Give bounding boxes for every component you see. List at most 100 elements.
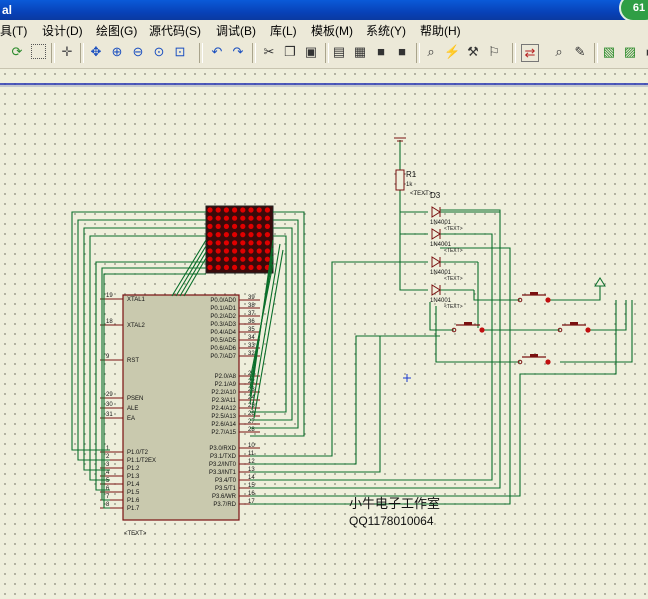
zoom-child-icon[interactable]: ▸ [642, 44, 648, 60]
led-dot [256, 207, 262, 213]
mcu-pin-name: P0.6/AD6 [210, 346, 236, 352]
menu-help[interactable]: 帮助(H) [420, 24, 461, 38]
mcu-pin-name: P3.0/RXD [209, 446, 236, 452]
block-copy-icon[interactable]: ▤ [332, 44, 346, 59]
led-dot [248, 215, 254, 221]
led-dot [232, 232, 238, 238]
button-cap [530, 354, 538, 357]
notification-badge[interactable]: 61 [619, 0, 648, 22]
diode-symbol [431, 206, 441, 218]
refresh-icon[interactable]: ⟳ [11, 44, 23, 59]
mcu-pin-name: P1.7 [127, 506, 140, 512]
toolbar-separator [252, 43, 256, 63]
mcu-pin-name: P2.2/A10 [211, 390, 236, 396]
mcu-pin-name: P0.1/AD1 [210, 306, 236, 312]
packaging-icon[interactable]: ⚒ [467, 44, 479, 59]
mcu-pin-name: EA [127, 416, 135, 422]
new-sheet-icon[interactable]: ▧ [602, 44, 616, 59]
led-dot [264, 256, 270, 262]
diode-array[interactable]: D3 1N4001<TEXT>1N4001<TEXT>1N4001<TEXT>1… [430, 191, 463, 310]
mcu-pin-name: P0.4/AD4 [210, 330, 236, 336]
mcu-chip[interactable]: 19XTAL118XTAL29RST29PSEN30ALE31EA1P1.0/T… [100, 293, 260, 537]
push-buttons[interactable] [451, 292, 591, 365]
zoom-out-icon[interactable]: ⊖ [132, 44, 144, 59]
led-dot [256, 264, 262, 270]
mcu-tag: <TEXT> [124, 531, 147, 537]
cut-icon[interactable]: ✂ [263, 44, 275, 59]
led-dot [232, 207, 238, 213]
menu-graph[interactable]: 绘图(G) [96, 24, 138, 38]
button-contact [451, 327, 457, 333]
redo-icon[interactable]: ↷ [232, 44, 244, 59]
undo-icon[interactable]: ↶ [211, 44, 223, 59]
button-contact [517, 297, 523, 303]
mcu-pin-number: 30 [106, 402, 113, 408]
mcu-pin-number: 31 [106, 412, 113, 418]
mcu-pin-name: XTAL1 [127, 297, 146, 303]
paste-icon[interactable]: ▣ [304, 44, 318, 59]
mcu-pin-name: P0.0/AD0 [210, 298, 236, 304]
mcu-pin-name: P3.7/RD [213, 502, 236, 508]
studio-caption: 小牛电子工作室 [349, 496, 440, 511]
led-dot [207, 264, 213, 270]
decompose-icon[interactable]: ⚐ [488, 44, 500, 59]
block-rotate-icon[interactable]: ■ [377, 44, 385, 59]
copy-icon[interactable]: ❐ [284, 44, 296, 59]
mcu-pin-number: 15 [248, 483, 255, 489]
menu-debug[interactable]: 调试(B) [216, 24, 256, 38]
mcu-pin-number: 6 [106, 486, 110, 492]
led-matrix[interactable] [205, 205, 274, 274]
menu-source[interactable]: 源代码(S) [149, 24, 201, 38]
cursor-cross [403, 374, 411, 382]
mcu-pin-number: 12 [248, 459, 255, 465]
qq-caption: QQ1178010064 [349, 514, 434, 528]
menu-template[interactable]: 模板(M) [311, 24, 353, 38]
zoom-in-icon[interactable]: ⊕ [111, 44, 123, 59]
mcu-pin-name: P3.6/WR [212, 494, 237, 500]
block-delete-icon[interactable]: ■ [398, 44, 406, 59]
menu-tools[interactable]: 具(T) [0, 24, 28, 38]
led-dot [248, 223, 254, 229]
zoom-area-icon[interactable]: ⊡ [174, 44, 186, 59]
window-title: al [2, 3, 13, 17]
property-assign-icon[interactable]: ✎ [574, 44, 586, 59]
mcu-pin-number: 25 [248, 403, 255, 409]
zoom-all-icon[interactable]: ⊙ [153, 44, 165, 59]
remove-sheet-icon[interactable]: ▨ [623, 44, 637, 59]
pick-device-icon[interactable]: ⌕ [427, 44, 435, 59]
resistor-r1[interactable]: R1 1k <TEXT> [395, 169, 433, 197]
diode-ref: D3 [430, 191, 441, 200]
toolbar: ⟳ ✛ ✥ ⊕ ⊖ ⊙ ⊡ ↶ ↷ ✂ ❐ ▣ ▤ ▦ ■ ■ ⌕ ⚡ ⚒ ⚐ … [0, 38, 648, 69]
menu-system[interactable]: 系统(Y) [366, 24, 406, 38]
search-tag-icon[interactable]: ⌕ [555, 44, 563, 59]
led-dot [223, 207, 229, 213]
make-device-icon[interactable]: ⚡ [444, 44, 461, 59]
block-move-icon[interactable]: ▦ [353, 44, 367, 59]
mcu-pin-name: P1.1/T2EX [127, 458, 156, 464]
mcu-pin-name: P1.4 [127, 482, 140, 488]
led-dot [207, 240, 213, 246]
grid-icon[interactable] [31, 44, 46, 59]
vcc-terminal [594, 277, 606, 287]
diode-tag: <TEXT> [444, 248, 463, 254]
button-cap [530, 292, 538, 295]
led-dot [207, 215, 213, 221]
led-dot [240, 207, 246, 213]
mcu-pin-number: 38 [248, 303, 255, 309]
mcu-pin-name: XTAL2 [127, 323, 146, 329]
menu-design[interactable]: 设计(D) [42, 24, 83, 38]
led-dot [215, 240, 221, 246]
origin-icon[interactable]: ✛ [61, 44, 73, 59]
wire-autoroute-icon[interactable]: ⇄ [521, 44, 539, 62]
led-dot [207, 207, 213, 213]
mcu-pin-number: 16 [248, 491, 255, 497]
pan-icon[interactable]: ✥ [90, 44, 102, 59]
mcu-pin-number: 9 [106, 354, 110, 360]
menu-library[interactable]: 库(L) [270, 24, 297, 38]
mcu-pin-name: P3.4/T0 [215, 478, 237, 484]
led-dot [223, 264, 229, 270]
led-dot [232, 264, 238, 270]
led-dot [240, 256, 246, 262]
led-dot [264, 215, 270, 221]
